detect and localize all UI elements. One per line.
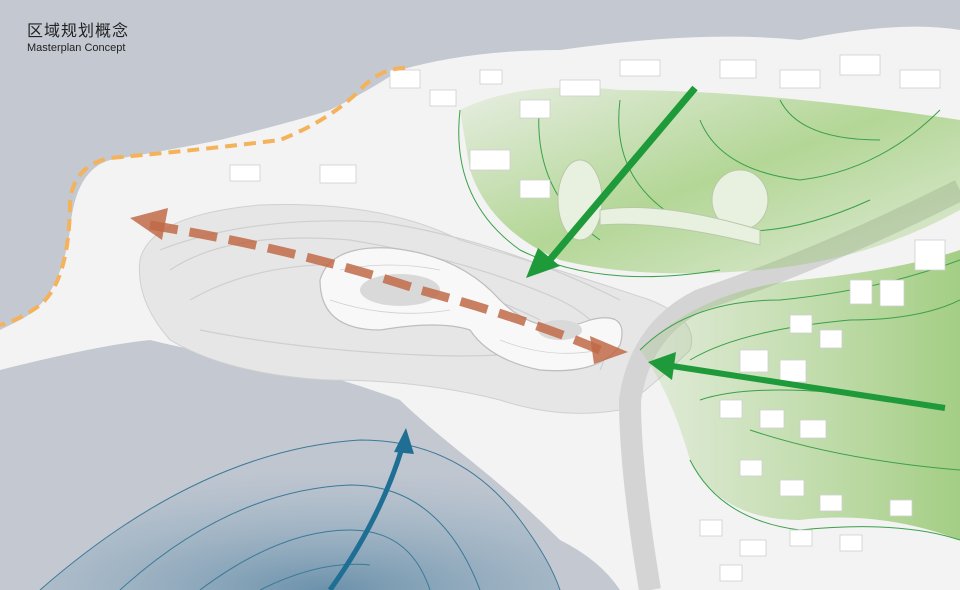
buildings: [229, 54, 946, 582]
title-chinese: 区域规划概念: [27, 21, 130, 40]
diagram-title: 区域规划概念 Masterplan Concept: [27, 22, 129, 55]
title-english: Masterplan Concept: [27, 42, 126, 54]
blue-contours: [39, 439, 561, 590]
green-zone-east: [640, 250, 960, 540]
brown-axis-arrow: [130, 208, 628, 364]
green-arrow-north: [526, 85, 698, 278]
hill-towers: [557, 159, 769, 246]
blue-arrow-water: [327, 428, 414, 590]
green-arrow-east: [648, 352, 946, 411]
site-boundary-dashed: [0, 66, 406, 327]
blue-water-zone: [40, 440, 560, 590]
